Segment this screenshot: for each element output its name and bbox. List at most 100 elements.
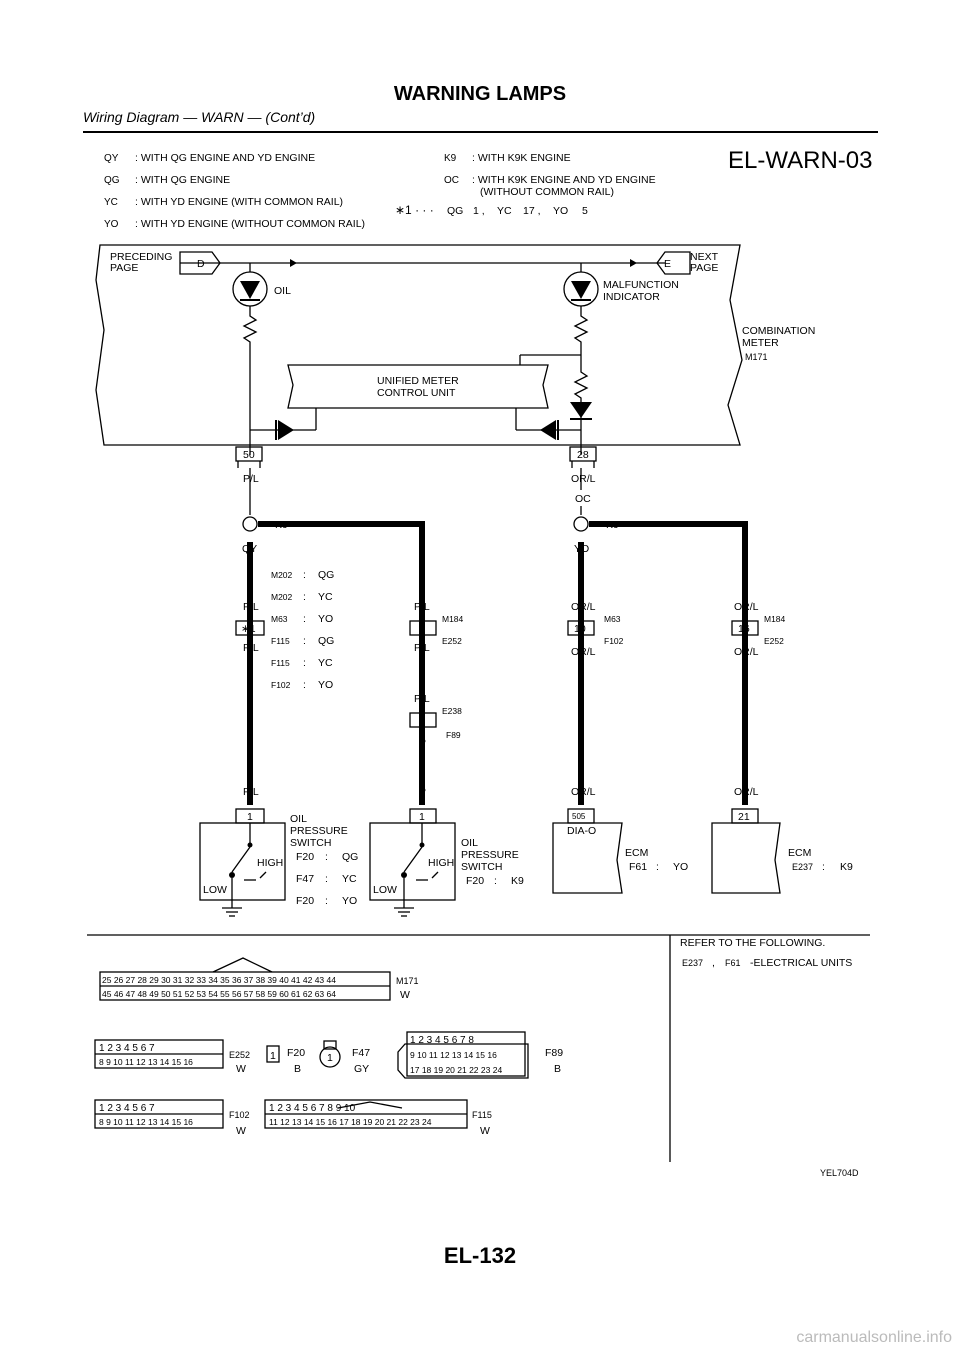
switch1-tag-3: YO <box>342 895 357 907</box>
wire-color-pl-1: P/L <box>243 473 259 485</box>
switch2-conn: F20 <box>466 875 484 887</box>
pin-5-a: 5 <box>419 623 425 635</box>
star-note-c-tag: YO <box>553 205 568 217</box>
conn-f102: F102 <box>604 636 624 646</box>
svg-text:45 46 47 48 49 50 51 52 53 54: 45 46 47 48 49 50 51 52 53 54 55 56 57 5… <box>102 989 336 999</box>
switch2-label-3: SWITCH <box>461 861 502 873</box>
tag-oc: OC <box>444 175 459 186</box>
page-subtitle: Wiring Diagram — WARN — (Cont’d) <box>83 109 316 125</box>
svg-text::: : <box>303 569 306 581</box>
svg-text:,: , <box>712 957 715 969</box>
left-tag-1: QG <box>318 569 334 581</box>
wire-color-pl-5: P/L <box>414 642 430 654</box>
switch1-conn-2: F47 <box>296 873 314 885</box>
switch2-label-2: PRESSURE <box>461 849 519 861</box>
wire-color-pl-3: P/L <box>243 642 259 654</box>
diagram-id: EL-WARN-03 <box>728 147 872 174</box>
legend-qg: : WITH QG ENGINE <box>135 174 230 186</box>
page-title: WARNING LAMPS <box>393 83 567 105</box>
face-f102-color: W <box>236 1125 246 1137</box>
pin-1-b: 1 <box>419 811 425 823</box>
ecm1-conn: F61 <box>629 861 647 873</box>
wire-color-pl-4: P/L <box>414 601 430 613</box>
pin-1-a: 1 <box>247 811 253 823</box>
ecm1-label: ECM <box>625 847 648 859</box>
left-conn-6: F102 <box>271 680 291 690</box>
legend-k9: : WITH K9K ENGINE <box>472 152 571 164</box>
conn-m184-a: M184 <box>442 614 464 624</box>
face-f20: F20 <box>287 1047 305 1059</box>
switch1-conn-1: F20 <box>296 851 314 863</box>
star-note-b-val: 17 , <box>523 205 541 217</box>
header-rule <box>83 131 878 133</box>
face-m171: M171 <box>396 976 419 986</box>
legend-oc: : WITH K9K ENGINE AND YD ENGINE <box>472 174 656 186</box>
face-f115-color: W <box>480 1125 490 1137</box>
legend-yc: : WITH YD ENGINE (WITH COMMON RAIL) <box>135 196 343 208</box>
face-e252-color: W <box>236 1063 246 1075</box>
svg-text::: : <box>303 635 306 647</box>
tag-qg: QG <box>104 175 120 186</box>
wire-color-orl-6: OR/L <box>571 786 596 798</box>
wire-color-pl-2: P/L <box>243 601 259 613</box>
conn-m184-b: M184 <box>764 614 786 624</box>
ecm1-pin: DIA-O <box>567 825 596 837</box>
left-conn-3: M63 <box>271 614 288 624</box>
switch1-high: HIGH <box>257 857 283 869</box>
switch2-tag: K9 <box>511 875 524 887</box>
mil-label: MALFUNCTION <box>603 279 679 291</box>
tag-k9: K9 <box>444 153 457 164</box>
meter-pin-left: 50 <box>243 449 255 461</box>
ecm2-label: ECM <box>788 847 811 859</box>
diagram-ref: YEL704D <box>820 1168 859 1178</box>
switch1-low: LOW <box>203 884 227 896</box>
face-m171-color: W <box>400 989 410 1001</box>
svg-text:25 26 27 28 29 30 31 32 33 34: 25 26 27 28 29 30 31 32 33 34 35 36 37 3… <box>102 975 336 985</box>
conn-e252-b: E252 <box>764 636 784 646</box>
refer-conn-1: E237 <box>682 958 703 968</box>
preceding-label: PRECEDING <box>110 251 172 263</box>
svg-text::: : <box>325 873 328 885</box>
left-tag-4: QG <box>318 635 334 647</box>
next-label-2: PAGE <box>690 262 718 274</box>
tag-yo: YO <box>104 219 119 230</box>
ecm2-tag: K9 <box>840 861 853 873</box>
svg-text:8 9 10 11 12 13 14 15 16: 8 9 10 11 12 13 14 15 16 <box>99 1057 193 1067</box>
legend-qy: : WITH QG ENGINE AND YD ENGINE <box>135 152 315 164</box>
wire-color-orl-4: OR/L <box>734 601 759 613</box>
switch1-label-3: SWITCH <box>290 837 331 849</box>
face-f47: F47 <box>352 1047 370 1059</box>
left-conn-5: F115 <box>271 658 290 668</box>
tag-qy-branch: QY <box>242 543 257 555</box>
face-f20-color: B <box>294 1063 301 1075</box>
pin-16: 16 <box>738 623 750 635</box>
face-f115: F115 <box>472 1110 492 1120</box>
svg-text:1 2 3 4 5 6 7 8: 1 2 3 4 5 6 7 8 <box>410 1035 474 1046</box>
tag-yc: YC <box>104 197 118 208</box>
switch2-low: LOW <box>373 884 397 896</box>
legend: : WITH QG ENGINE AND YD ENGINE : WITH QG… <box>135 152 656 230</box>
pin-star1: ∗1 <box>241 623 256 635</box>
pin-505: 505 <box>572 812 586 821</box>
combination-meter-connector: M171 <box>745 352 768 362</box>
svg-text::: : <box>494 875 497 887</box>
svg-text::: : <box>303 657 306 669</box>
preceding-label-2: PAGE <box>110 262 138 274</box>
tag-k9-left: K9 <box>275 519 288 531</box>
unified-meter-label: UNIFIED METER <box>377 375 459 387</box>
left-tag-2: YC <box>318 591 333 603</box>
conn-e238: E238 <box>442 706 462 716</box>
star-note-prefix: ∗1 · · · <box>395 203 434 217</box>
svg-text::: : <box>303 613 306 625</box>
oil-lamp-label: OIL <box>274 285 291 297</box>
face-f102: F102 <box>229 1110 250 1120</box>
switch2-high: HIGH <box>428 857 454 869</box>
svg-text:17 18 19 20 21 22 23 24: 17 18 19 20 21 22 23 24 <box>410 1065 502 1075</box>
svg-text::: : <box>325 851 328 863</box>
svg-text:1 2 3 4 5: 1 2 3 4 5 6 7 8 9 10 <box>269 1103 356 1114</box>
face-f20-pin: 1 <box>270 1050 276 1062</box>
conn-m63: M63 <box>604 614 621 624</box>
face-f89: F89 <box>545 1047 563 1059</box>
svg-text::: : <box>656 861 659 873</box>
